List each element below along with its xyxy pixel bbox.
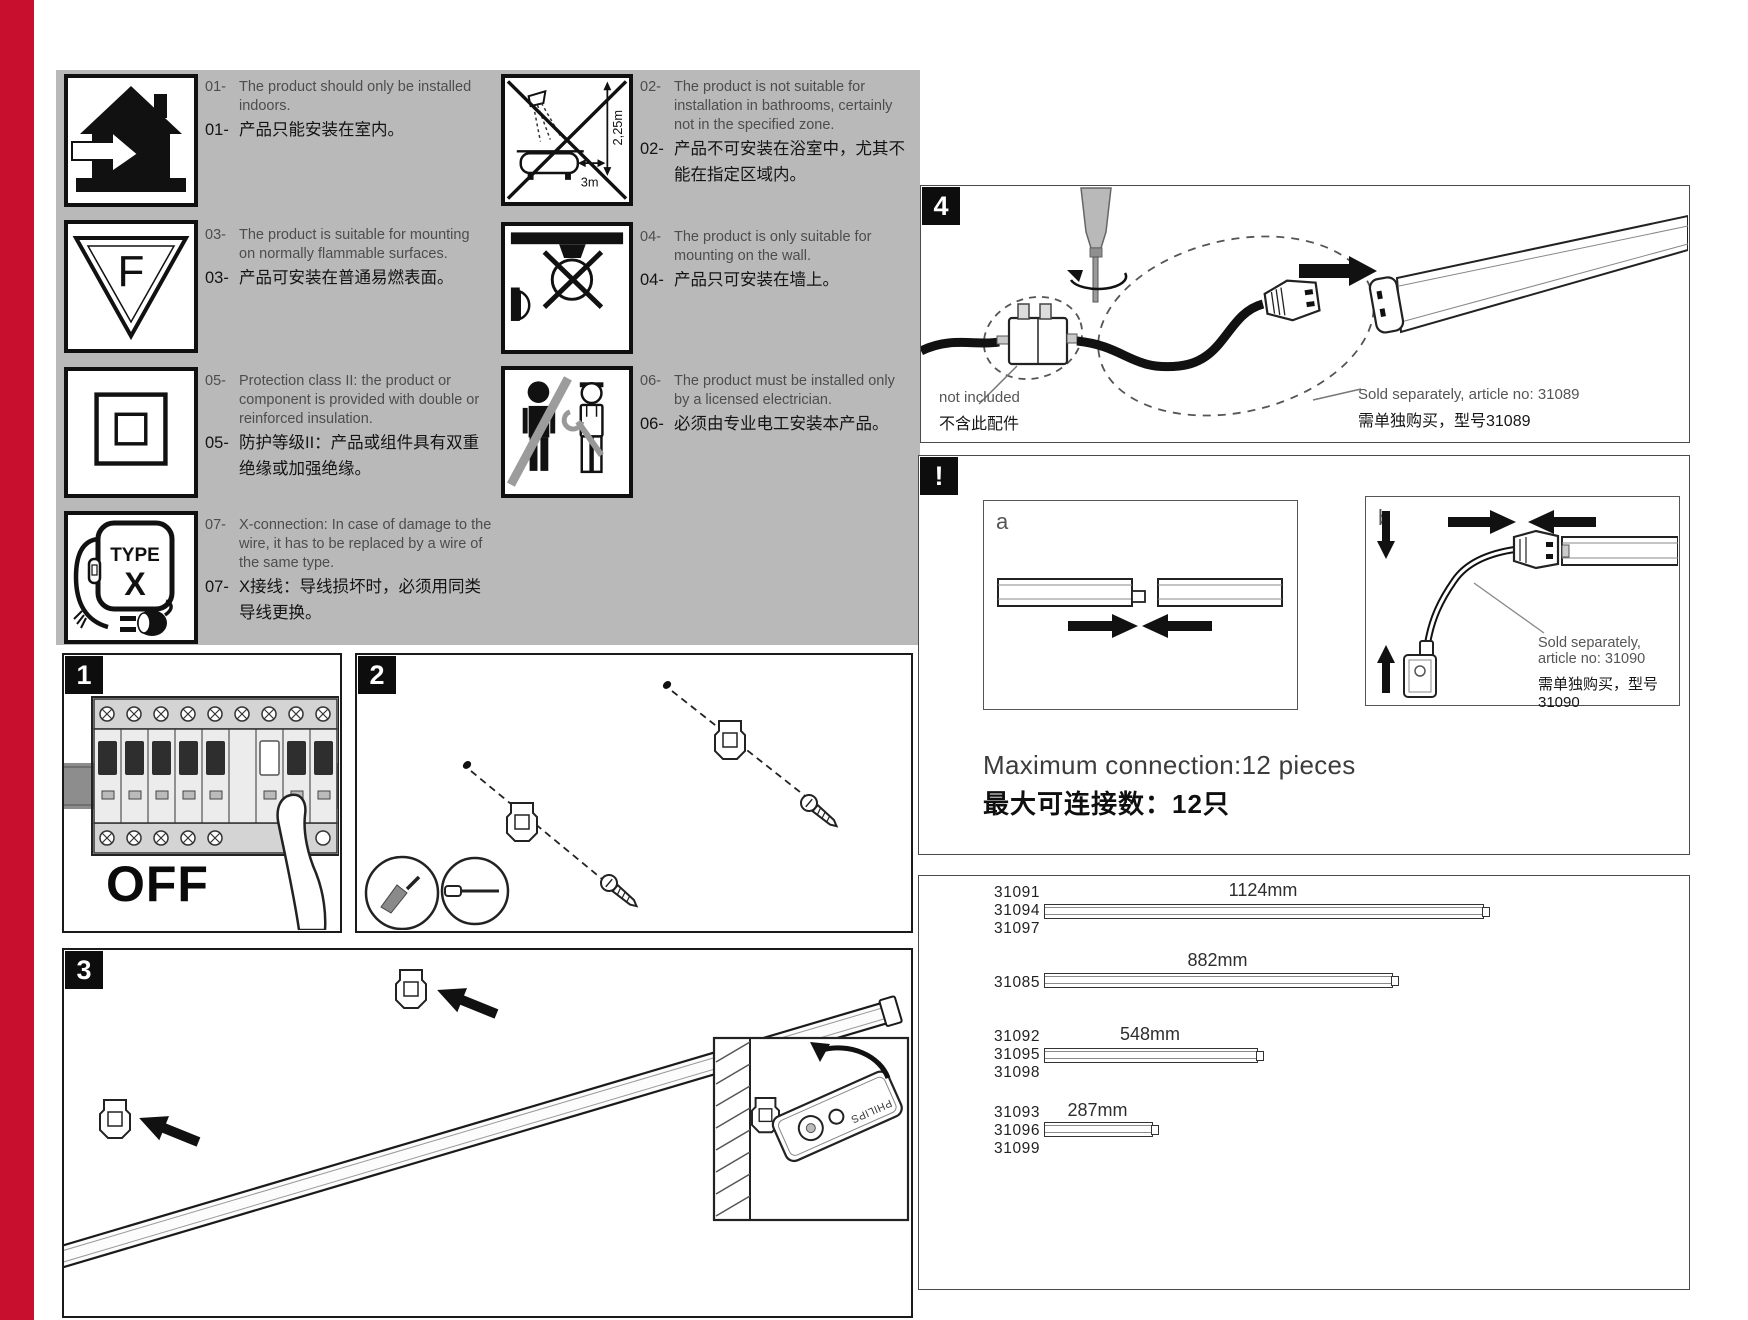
cable-connection-illustration: [1377, 510, 1678, 698]
rail-length-bar: [1044, 1122, 1159, 1137]
step-2-panel: 2: [355, 653, 913, 933]
max-connection-cn: 最大可连接数：12只: [983, 789, 1230, 819]
fixture-detail: PHILIPS: [771, 1070, 903, 1163]
licensed-electrician-icon: [501, 366, 633, 498]
pressing-finger: [276, 793, 327, 930]
article-list: 31085: [994, 974, 1041, 991]
mounting-clip: [714, 720, 746, 760]
step-4-tab: 4: [922, 187, 960, 225]
step-3-panel: PHILIPS 3: [62, 948, 913, 1318]
house-indoor-icon: [64, 74, 198, 207]
off-label: OFF: [106, 856, 209, 912]
rotate-arrowhead: [810, 1042, 830, 1062]
class-ii-insulation-icon: [64, 367, 198, 498]
article-list: 31092 31095 31098: [994, 1028, 1041, 1081]
not-included-label-cn: 不含此配件: [939, 416, 1020, 433]
type-x-connection-icon: TYPE X: [64, 511, 198, 644]
svg-text:F: F: [118, 247, 145, 296]
step-3-tab: 3: [65, 951, 103, 989]
svg-text:3m: 3m: [581, 175, 599, 190]
mounting-clip: [395, 969, 427, 1009]
length-label: 1124mm: [1228, 880, 1298, 900]
warning-02-text: 02-The product is not suitable for insta…: [640, 79, 905, 184]
svg-text:X: X: [124, 566, 146, 602]
screw: [600, 874, 639, 908]
step-1-panel: OFF 1: [62, 653, 342, 933]
wiring-illustration: [921, 187, 1688, 417]
lengths-panel: 31091 31094 31097 1124mm 882mm 31085 310…: [918, 875, 1690, 1290]
mounting-clip: [99, 1099, 131, 1139]
breaker-off-illustration: [64, 696, 339, 930]
sold-separately-31089-en: Sold separately, article no: 31089: [1358, 386, 1580, 403]
article-list: 31091 31094 31097: [994, 884, 1041, 937]
no-bathroom-icon: 2,25m 3m: [501, 74, 633, 206]
rail-length-bar: [1044, 1048, 1264, 1063]
mounting-clip: [506, 802, 538, 842]
light-rail: [64, 995, 903, 1277]
rail-body: [1395, 214, 1688, 334]
connector-plug: [1263, 279, 1321, 322]
step-4-panel: not included 不含此配件 Sold separately, arti…: [920, 185, 1690, 443]
sold-separately-31090-en: Sold separately, article no: 31090: [1538, 635, 1646, 667]
rail-mounting-illustration: PHILIPS: [64, 969, 910, 1277]
step-2-tab: 2: [358, 656, 396, 694]
terminal-highlight-ellipse: [982, 296, 1084, 380]
article-list: 31093 31096 31099: [994, 1104, 1041, 1157]
warning-07-text: 07-X-connection: In case of damage to th…: [205, 517, 492, 622]
warning-01-text: 01-The product should only be installed …: [205, 79, 472, 139]
rail-end-face: [1368, 276, 1405, 334]
flammable-surface-icon: F: [64, 220, 198, 353]
rail-length-bar: [1044, 904, 1490, 919]
not-included-label-en: not included: [939, 389, 1020, 406]
connection-option-b: b: [1365, 496, 1680, 711]
connector-cable: [1076, 299, 1265, 372]
sold-separately-31089-cn: 需单独购买，型号31089: [1358, 413, 1531, 430]
clip-screw-illustration: [364, 681, 839, 930]
connection-option-a: a: [983, 500, 1298, 710]
insert-arrow: [1299, 256, 1377, 286]
svg-text:TYPE: TYPE: [110, 545, 160, 566]
warning-06-text: 06-The product must be installed only by…: [640, 373, 895, 433]
safety-warnings-panel: [56, 70, 920, 645]
screwdriver: [1067, 187, 1128, 303]
max-connection-en: Maximum connection:12 pieces: [983, 750, 1356, 780]
warning-04-text: 04-The product is only suitable for moun…: [640, 229, 872, 289]
slide-arrow: [139, 1116, 201, 1147]
slide-arrow: [437, 988, 499, 1019]
screw: [800, 794, 839, 828]
warning-05-text: 05-Protection class II: the product or c…: [205, 373, 480, 478]
mains-cable: [921, 337, 1000, 356]
length-label: 548mm: [1119, 1024, 1181, 1044]
page-edge-bar: [0, 0, 34, 1320]
step-1-tab: 1: [65, 656, 103, 694]
connection-panel: ! a b: [918, 455, 1690, 855]
sold-separately-31090-cn: 需单独购买，型号31090: [1538, 676, 1659, 711]
svg-text:2,25m: 2,25m: [610, 110, 625, 146]
warning-03-text: 03-The product is suitable for mounting …: [205, 227, 470, 287]
option-a-label: a: [996, 509, 1009, 534]
length-label: 882mm: [1187, 950, 1248, 970]
direct-connection-illustration: [997, 578, 1283, 638]
length-label: 287mm: [1067, 1100, 1128, 1120]
rail-length-bar: [1044, 973, 1399, 988]
wall-mount-only-icon: [501, 222, 633, 354]
attention-tab: !: [920, 457, 958, 495]
